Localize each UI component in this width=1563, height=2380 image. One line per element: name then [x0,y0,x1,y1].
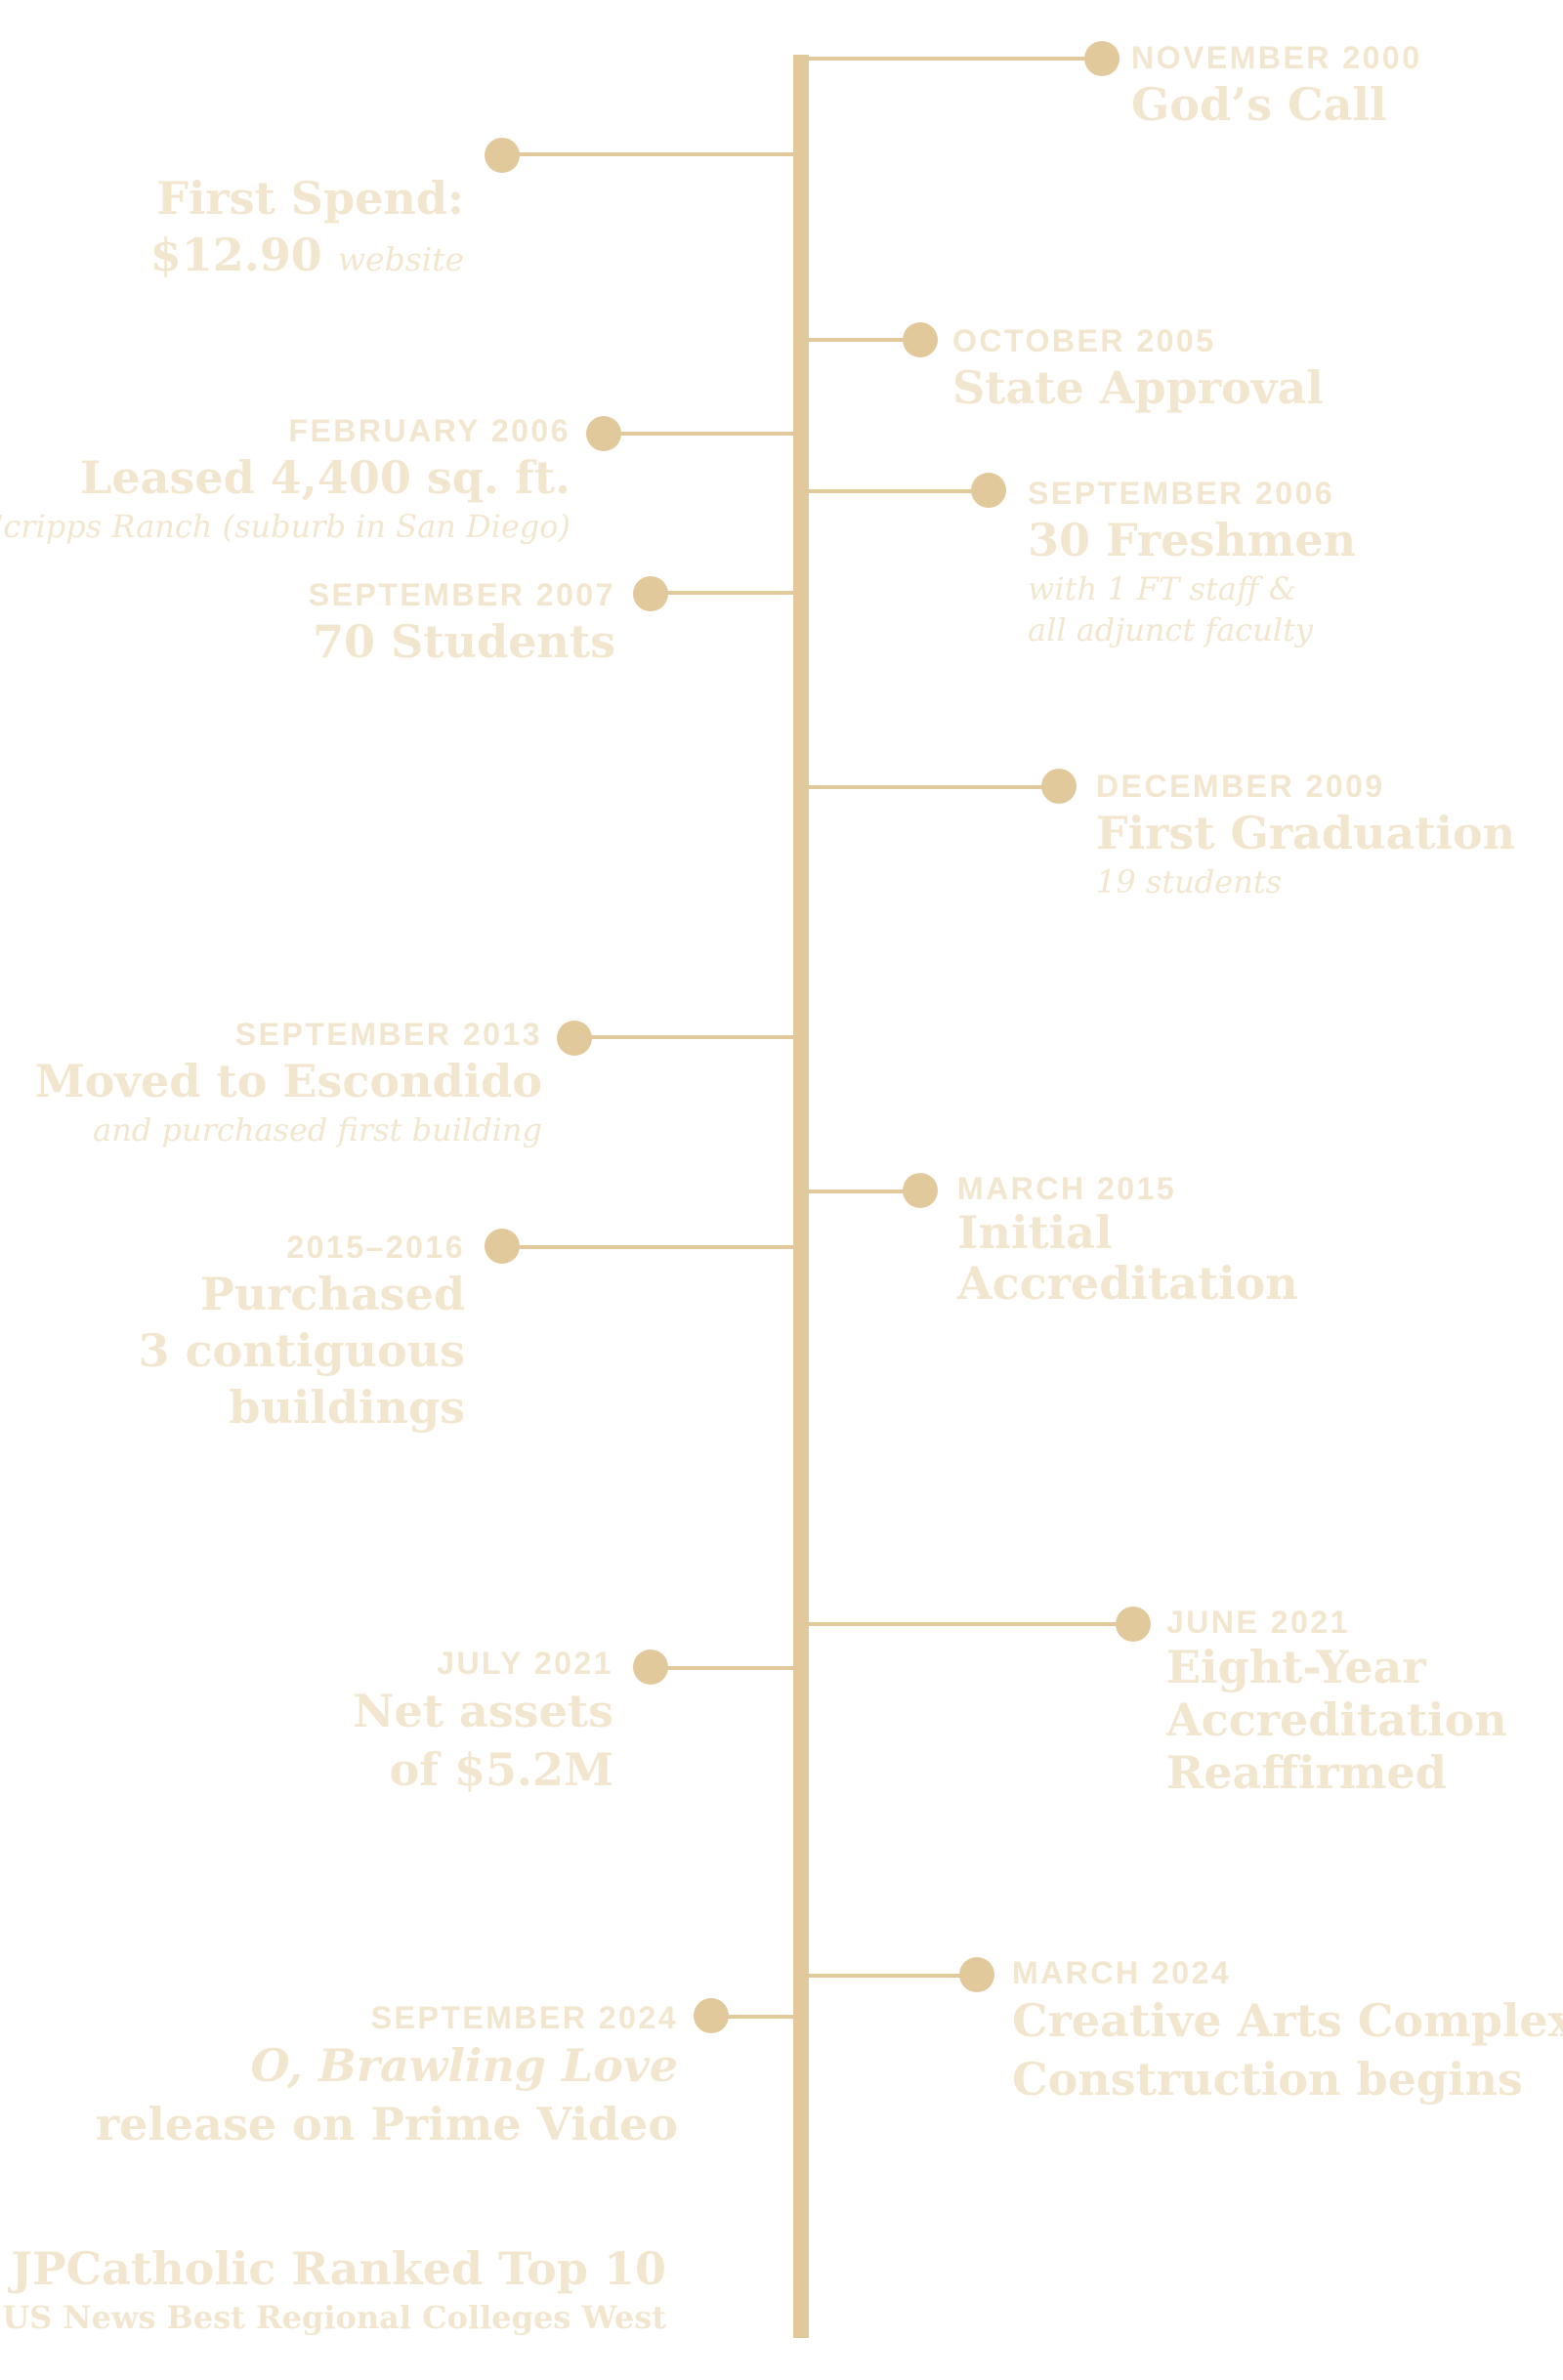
event-jul-2021: JULY 2021 Net assets of $5.2M [353,1645,613,1799]
event-title: buildings [229,1381,465,1434]
dot-2015-2016 [485,1229,520,1264]
event-mar-2015: MARCH 2015 Initial Accreditation [957,1170,1298,1309]
event-title: 70 Students [313,615,615,668]
event-ranked: JPCatholic Ranked Top 10 in US News Best… [0,2240,666,2338]
event-title: of $5.2M [389,1743,613,1796]
event-2015-2016: 2015–2016 Purchased 3 contiguous buildin… [138,1229,465,1436]
event-date: 2015–2016 [286,1230,465,1265]
event-title: 3 contiguous [138,1324,465,1377]
dot-mar-2024 [959,1957,994,1992]
event-date: SEPTEMBER 2006 [1028,476,1335,511]
event-feb-2006: FEBRUARY 2006 Leased 4,400 sq. ft. in Sc… [0,412,570,547]
dot-sep-2007 [633,576,668,611]
event-dec-2009: DECEMBER 2009 First Graduation 19 studen… [1096,768,1515,902]
event-subtitle: in US News Best Regional Colleges West [0,2299,666,2336]
event-title: God’s Call [1131,78,1387,131]
event-title: State Approval [952,361,1324,414]
connector-sep-2013 [584,1035,795,1039]
event-subtitle: all adjunct faculty [1028,611,1313,648]
timeline-spine [793,55,809,2338]
event-title: First Spend: [156,172,464,225]
connector-sep-2024 [713,2015,795,2019]
event-sep-2007: SEPTEMBER 2007 70 Students [309,576,615,670]
event-title: Initial [957,1206,1113,1259]
event-sep-2006: SEPTEMBER 2006 30 Freshmen with 1 FT sta… [1028,475,1356,650]
connector-2015-2016 [518,1245,795,1249]
connector-jun-2021 [807,1622,1135,1626]
connector-mar-2015 [807,1190,924,1193]
event-date: SEPTEMBER 2024 [370,2000,678,2035]
event-amount: $12.90 [149,229,322,281]
event-title: Net assets [353,1685,613,1737]
event-title: Accreditation [1166,1693,1507,1746]
event-date: SEPTEMBER 2007 [308,577,615,612]
event-date: JUNE 2021 [1166,1605,1350,1640]
event-title: 30 Freshmen [1028,514,1357,566]
event-date: MARCH 2015 [957,1171,1177,1206]
dot-dec-2009 [1041,769,1077,804]
event-title: Purchased [200,1268,465,1320]
dot-jun-2021 [1116,1607,1151,1642]
event-title: release on Prime Video [95,2098,678,2150]
event-first-spend: First Spend: $12.90 website [150,170,464,288]
event-title: JPCatholic Ranked Top 10 [11,2242,666,2295]
connector-sep-2007 [664,591,795,595]
event-subtitle: and purchased first building [93,1111,542,1148]
event-oct-2005: OCTOBER 2005 State Approval [952,322,1324,416]
event-date: FEBRUARY 2006 [288,413,570,448]
connector-jul-2021 [664,1666,795,1670]
event-title: Accreditation [957,1257,1298,1310]
event-date: SEPTEMBER 2013 [234,1017,542,1052]
dot-jul-2021 [633,1649,668,1685]
event-sep-2024: SEPTEMBER 2024 O, Brawling Love release … [96,1999,678,2153]
event-date: DECEMBER 2009 [1096,769,1385,804]
dot-mar-2015 [903,1173,938,1208]
connector-sep-2006 [807,489,993,493]
event-nov-2000: NOVEMBER 2000 God’s Call [1131,39,1421,133]
event-subtitle: with 1 FT staff & [1028,570,1297,607]
event-title-italic: O, Brawling Love [250,2039,678,2092]
event-jun-2021: JUNE 2021 Eight-Year Accreditation Reaff… [1166,1604,1507,1799]
event-mar-2024: MARCH 2024 Creative Arts Complex Constru… [1012,1954,1563,2109]
dot-sep-2006 [971,473,1006,508]
connector-feb-2006 [615,432,795,436]
dot-first-spend [485,138,520,173]
event-title: First Graduation [1096,807,1516,859]
event-title: Creative Arts Complex [1012,1994,1563,2047]
dot-feb-2006 [586,416,621,451]
event-title: Moved to Escondido [34,1055,542,1107]
event-date: MARCH 2024 [1012,1955,1232,1990]
event-title: Leased 4,400 sq. ft. [80,451,570,504]
connector-mar-2024 [807,1974,983,1978]
dot-nov-2000 [1084,41,1119,76]
event-title: Reaffirmed [1166,1746,1447,1799]
event-date: OCTOBER 2005 [952,323,1216,358]
connector-oct-2005 [807,338,924,342]
event-subtitle: in Scripps Ranch (suburb in San Diego) [0,508,570,545]
event-subtitle: 19 students [1096,863,1283,900]
event-date: JULY 2021 [437,1646,613,1681]
dot-oct-2005 [903,322,938,357]
event-sep-2013: SEPTEMBER 2013 Moved to Escondido and pu… [35,1016,542,1150]
event-date: NOVEMBER 2000 [1131,40,1422,75]
event-title: Eight-Year [1166,1641,1426,1693]
dot-sep-2024 [694,1998,729,2033]
event-title: Construction begins [1012,2053,1523,2106]
connector-nov-2000 [807,57,1100,61]
connector-dec-2009 [807,785,1061,789]
event-note: website [337,240,464,278]
event-title-line2: $12.90 website [150,227,464,288]
connector-first-spend [518,152,795,156]
dot-sep-2013 [557,1021,592,1056]
